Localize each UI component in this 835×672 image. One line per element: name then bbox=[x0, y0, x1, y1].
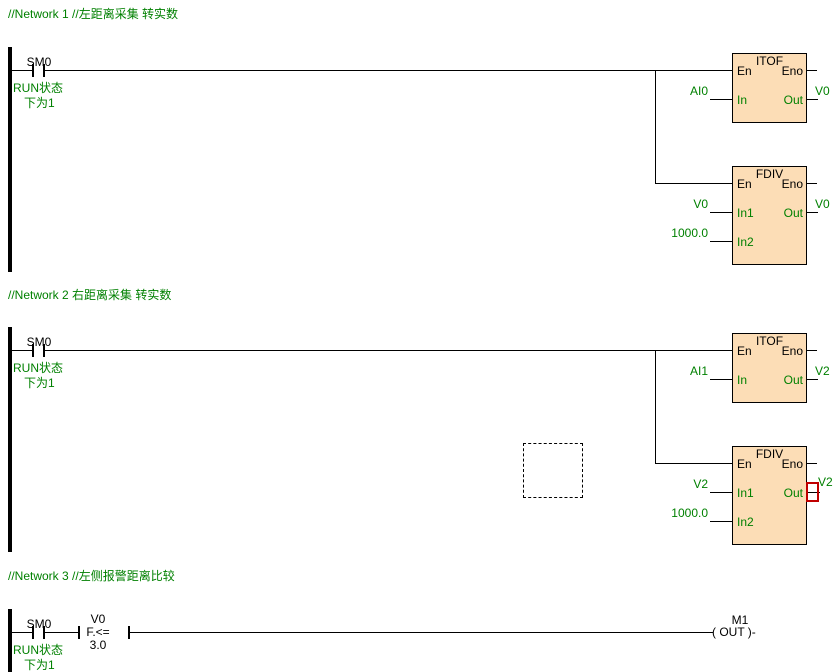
pin-label-in: In bbox=[737, 93, 748, 107]
block-input-operand[interactable]: 1000.0 bbox=[671, 506, 708, 520]
eno-stub-wire bbox=[807, 183, 817, 184]
contact-operand[interactable]: SM0 bbox=[26, 617, 52, 631]
contact-symbol-comment: 下为1 bbox=[24, 658, 55, 672]
compare-contact-bar-right[interactable] bbox=[128, 626, 130, 639]
block-title: FDIV bbox=[755, 167, 784, 181]
wire bbox=[45, 350, 732, 351]
contact-symbol-comment: 下为1 bbox=[24, 376, 55, 390]
eno-stub-wire bbox=[807, 463, 817, 464]
operand-selection-cursor bbox=[806, 482, 819, 502]
coil-operand[interactable]: M1 bbox=[731, 613, 749, 627]
no-contact-bar-right[interactable] bbox=[43, 344, 45, 357]
contact-operand[interactable]: SM0 bbox=[26, 335, 52, 349]
in2-stub-wire bbox=[710, 521, 732, 522]
block-title: FDIV bbox=[755, 447, 784, 461]
network-3-comment[interactable]: //Network 3 //左侧报警距离比较 bbox=[8, 569, 175, 583]
out-stub-wire bbox=[807, 99, 818, 100]
pin-label-out: Out bbox=[783, 93, 803, 107]
function-block-fdiv[interactable]: FDIV En Eno In1 In2 Out bbox=[732, 446, 807, 545]
block-title: ITOF bbox=[755, 54, 784, 68]
wire bbox=[45, 70, 732, 71]
pin-label-en: En bbox=[737, 344, 752, 358]
block-input-operand[interactable]: 1000.0 bbox=[671, 226, 708, 240]
wire bbox=[12, 70, 32, 71]
output-coil[interactable]: ( OUT )- bbox=[712, 625, 756, 639]
block-output-operand[interactable]: V0 bbox=[815, 84, 830, 98]
power-rail bbox=[8, 47, 12, 272]
branch-wire bbox=[655, 70, 656, 184]
out-stub-wire bbox=[807, 212, 818, 213]
block-output-operand[interactable]: V2 bbox=[815, 364, 830, 378]
pin-label-en: En bbox=[737, 457, 752, 471]
pin-label-eno: Eno bbox=[781, 344, 803, 358]
function-block-itof[interactable]: ITOF En Eno In Out bbox=[732, 333, 807, 403]
selection-cursor-cell[interactable] bbox=[523, 443, 583, 498]
pin-label-in2: In2 bbox=[737, 235, 754, 249]
power-rail bbox=[8, 327, 12, 552]
contact-symbol-comment: RUN状态 bbox=[13, 361, 63, 375]
pin-label-eno: Eno bbox=[781, 64, 803, 78]
compare-operator: F.<= bbox=[86, 625, 110, 639]
pin-label-in: In bbox=[737, 373, 748, 387]
compare-constant[interactable]: 3.0 bbox=[89, 638, 107, 652]
block-title: ITOF bbox=[755, 334, 784, 348]
contact-operand[interactable]: SM0 bbox=[26, 55, 52, 69]
wire bbox=[45, 632, 78, 633]
in-stub-wire bbox=[710, 379, 732, 380]
function-block-itof[interactable]: ITOF En Eno In Out bbox=[732, 53, 807, 123]
branch-wire bbox=[655, 463, 732, 464]
contact-symbol-comment: RUN状态 bbox=[13, 81, 63, 95]
no-contact-bar-left[interactable] bbox=[32, 344, 34, 357]
in1-stub-wire bbox=[710, 212, 732, 213]
pin-label-en: En bbox=[737, 177, 752, 191]
block-output-operand[interactable]: V2 bbox=[818, 475, 833, 489]
pin-label-in1: In1 bbox=[737, 206, 754, 220]
block-input-operand[interactable]: V2 bbox=[693, 477, 708, 491]
pin-label-en: En bbox=[737, 64, 752, 78]
wire bbox=[12, 632, 32, 633]
compare-contact-bar-left[interactable] bbox=[78, 626, 80, 639]
no-contact-bar-right[interactable] bbox=[43, 626, 45, 639]
pin-label-in1: In1 bbox=[737, 486, 754, 500]
block-output-operand[interactable]: V0 bbox=[815, 197, 830, 211]
in-stub-wire bbox=[710, 99, 732, 100]
out-stub-wire bbox=[807, 492, 820, 493]
pin-label-out: Out bbox=[783, 373, 803, 387]
out-stub-wire bbox=[807, 379, 818, 380]
compare-operand[interactable]: V0 bbox=[90, 612, 106, 626]
pin-label-eno: Eno bbox=[781, 177, 803, 191]
pin-label-in2: In2 bbox=[737, 515, 754, 529]
network-2-comment[interactable]: //Network 2 右距离采集 转实数 bbox=[8, 288, 172, 302]
branch-wire bbox=[655, 183, 732, 184]
block-input-operand[interactable]: AI0 bbox=[689, 84, 708, 98]
in1-stub-wire bbox=[710, 492, 732, 493]
pin-label-out: Out bbox=[783, 486, 803, 500]
in2-stub-wire bbox=[710, 241, 732, 242]
contact-symbol-comment: 下为1 bbox=[24, 96, 55, 110]
no-contact-bar-right[interactable] bbox=[43, 64, 45, 77]
wire bbox=[130, 632, 713, 633]
block-input-operand[interactable]: AI1 bbox=[689, 364, 708, 378]
power-rail bbox=[8, 609, 12, 672]
function-block-fdiv[interactable]: FDIV En Eno In1 In2 Out bbox=[732, 166, 807, 265]
no-contact-bar-left[interactable] bbox=[32, 626, 34, 639]
contact-symbol-comment: RUN状态 bbox=[13, 643, 63, 657]
wire bbox=[12, 350, 32, 351]
network-1-comment[interactable]: //Network 1 //左距离采集 转实数 bbox=[8, 7, 179, 21]
eno-stub-wire bbox=[807, 350, 817, 351]
no-contact-bar-left[interactable] bbox=[32, 64, 34, 77]
block-input-operand[interactable]: V0 bbox=[693, 197, 708, 211]
pin-label-eno: Eno bbox=[781, 457, 803, 471]
eno-stub-wire bbox=[807, 70, 817, 71]
branch-wire bbox=[655, 350, 656, 464]
pin-label-out: Out bbox=[783, 206, 803, 220]
